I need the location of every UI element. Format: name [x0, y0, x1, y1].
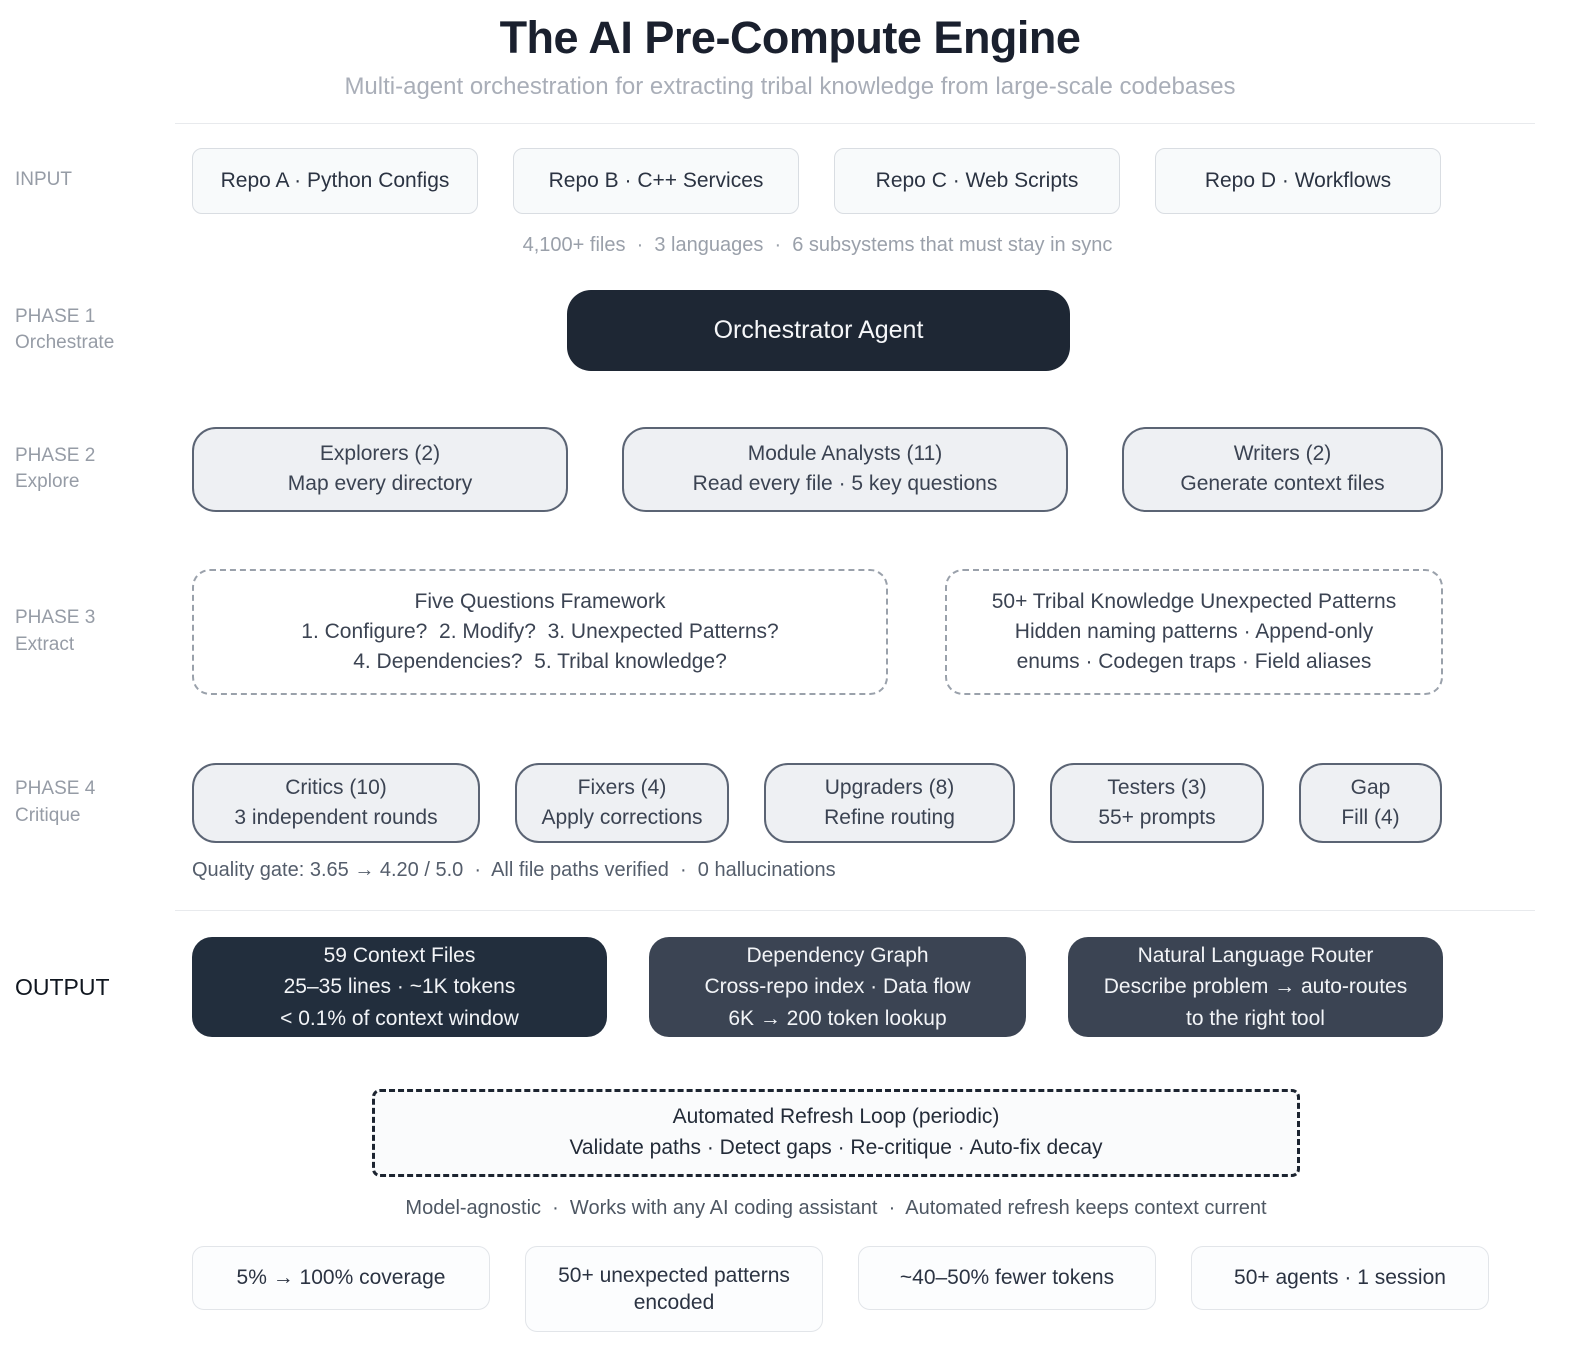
dependency-graph-line2: Cross-repo index · Data flow	[704, 975, 971, 998]
phase-4-section: PHASE 4 Critique Critics (10) 3 independ…	[0, 762, 1580, 843]
phase-4-label-top: PHASE 4	[15, 778, 96, 800]
testers-node-title: Testers (3)	[1107, 775, 1207, 799]
quality-gate-text: Quality gate: 3.65 → 4.20 / 5.0 · All fi…	[192, 858, 836, 881]
phase-1-label: PHASE 1 Orchestrate	[0, 304, 192, 357]
dependency-graph-title: Dependency Graph	[746, 943, 929, 967]
refresh-loop-subtitle: Validate paths · Detect gaps · Re-critiq…	[569, 1135, 1103, 1159]
gap-fill-node-title: Gap	[1350, 775, 1391, 799]
phase-1-nodes: Orchestrator Agent	[192, 289, 1070, 371]
footer-caption: Model-agnostic · Works with any AI codin…	[405, 1196, 1267, 1219]
phase-1-label-top: PHASE 1	[15, 305, 96, 327]
phase-2-section: PHASE 2 Explore Explorers (2) Map every …	[0, 426, 1580, 512]
fixers-node-subtitle: Apply corrections	[541, 805, 703, 829]
repo-d-node: Repo D · Workflows	[1155, 147, 1441, 214]
gap-fill-node-subtitle: Fill (4)	[1341, 805, 1400, 829]
tribal-knowledge-line3: enums · Codegen traps · Field aliases	[1016, 649, 1372, 673]
phase-3-label-bottom: Extract	[15, 633, 75, 655]
phase-1-label-bottom: Orchestrate	[15, 332, 115, 354]
stat-agents: 50+ agents · 1 session	[1191, 1245, 1489, 1310]
phase-2-label-bottom: Explore	[15, 471, 80, 493]
nl-router-line3: to the right tool	[1186, 1006, 1325, 1030]
nl-router-title: Natural Language Router	[1137, 943, 1374, 967]
module-analysts-node-title: Module Analysts (11)	[747, 442, 943, 466]
fixers-node: Fixers (4) Apply corrections	[515, 762, 729, 843]
repo-b-node: Repo B · C++ Services	[513, 147, 799, 214]
output-divider	[175, 909, 1535, 911]
phase-2-label-top: PHASE 2	[15, 444, 96, 466]
stat-coverage: 5% → 100% coverage	[192, 1245, 490, 1310]
repo-a-node: Repo A · Python Configs	[192, 147, 478, 214]
upgraders-node-title: Upgraders (8)	[824, 775, 955, 799]
top-divider	[175, 122, 1535, 124]
phase-4-label-bottom: Critique	[15, 804, 81, 826]
critics-node-subtitle: 3 independent rounds	[234, 805, 438, 829]
output-section: OUTPUT 59 Context Files 25–35 lines · ~1…	[0, 936, 1580, 1037]
upgraders-node: Upgraders (8) Refine routing	[764, 762, 1015, 843]
phase-3-label: PHASE 3 Extract	[0, 605, 192, 658]
refresh-loop-node: Automated Refresh Loop (periodic) Valida…	[372, 1088, 1300, 1177]
refresh-loop-title: Automated Refresh Loop (periodic)	[672, 1105, 1000, 1129]
writers-node: Writers (2) Generate context files	[1122, 426, 1443, 512]
page-subtitle: Multi-agent orchestration for extracting…	[344, 72, 1236, 100]
context-files-line3: < 0.1% of context window	[280, 1006, 519, 1030]
tribal-knowledge-node: 50+ Tribal Knowledge Unexpected Patterns…	[945, 568, 1443, 695]
explorers-node: Explorers (2) Map every directory	[192, 426, 568, 512]
phase-4-label: PHASE 4 Critique	[0, 776, 192, 829]
dependency-graph-line3: 6K → 200 token lookup	[728, 1006, 947, 1030]
tribal-knowledge-line2: Hidden naming patterns · Append-only	[1014, 619, 1374, 643]
context-files-title: 59 Context Files	[323, 943, 476, 967]
tribal-knowledge-title: 50+ Tribal Knowledge Unexpected Patterns	[991, 590, 1397, 614]
critics-node: Critics (10) 3 independent rounds	[192, 762, 480, 843]
orchestrator-agent-node: Orchestrator Agent	[567, 289, 1070, 371]
module-analysts-node-subtitle: Read every file · 5 key questions	[692, 472, 998, 496]
output-nodes: 59 Context Files 25–35 lines · ~1K token…	[192, 936, 1443, 1037]
gap-fill-node: Gap Fill (4)	[1299, 762, 1442, 843]
phase-4-nodes: Critics (10) 3 independent rounds Fixers…	[192, 762, 1442, 843]
phase-3-nodes: Five Questions Framework 1. Configure? 2…	[192, 568, 1443, 695]
explorers-node-subtitle: Map every directory	[287, 472, 473, 496]
output-section-label: OUTPUT	[15, 973, 110, 1000]
input-caption: 4,100+ files · 3 languages · 6 subsystem…	[522, 233, 1113, 256]
testers-node: Testers (3) 55+ prompts	[1050, 762, 1264, 843]
testers-node-subtitle: 55+ prompts	[1098, 805, 1216, 829]
explorers-node-title: Explorers (2)	[319, 442, 441, 466]
dependency-graph-node: Dependency Graph Cross-repo index · Data…	[649, 936, 1026, 1037]
stat-tokens: ~40–50% fewer tokens	[858, 1245, 1156, 1310]
phase-2-nodes: Explorers (2) Map every directory Module…	[192, 426, 1443, 512]
context-files-node: 59 Context Files 25–35 lines · ~1K token…	[192, 936, 607, 1037]
phase-2-label: PHASE 2 Explore	[0, 443, 192, 496]
five-questions-line3: 4. Dependencies? 5. Tribal knowledge?	[353, 649, 727, 673]
five-questions-title: Five Questions Framework	[414, 590, 666, 614]
phase-1-section: PHASE 1 Orchestrate Orchestrator Agent	[0, 289, 1580, 371]
stat-patterns: 50+ unexpected patterns encoded	[525, 1245, 823, 1333]
context-files-line2: 25–35 lines · ~1K tokens	[283, 975, 516, 998]
critics-node-title: Critics (10)	[285, 775, 387, 799]
five-questions-line2: 1. Configure? 2. Modify? 3. Unexpected P…	[301, 619, 779, 643]
repo-c-node: Repo C · Web Scripts	[834, 147, 1120, 214]
input-section-label: INPUT	[15, 169, 72, 191]
diagram-header: The AI Pre-Compute Engine Multi-agent or…	[0, 0, 1580, 101]
stats-row: 5% → 100% coverage 50+ unexpected patter…	[192, 1245, 1580, 1333]
writers-node-subtitle: Generate context files	[1180, 472, 1385, 496]
page-title: The AI Pre-Compute Engine	[499, 12, 1081, 63]
writers-node-title: Writers (2)	[1233, 442, 1332, 466]
fixers-node-title: Fixers (4)	[577, 775, 667, 799]
nl-router-node: Natural Language Router Describe problem…	[1068, 936, 1443, 1037]
phase-3-label-top: PHASE 3	[15, 607, 96, 629]
nl-router-line2: Describe problem → auto-routes	[1103, 975, 1408, 998]
phase-3-section: PHASE 3 Extract Five Questions Framework…	[0, 568, 1580, 695]
input-section: INPUT Repo A · Python Configs Repo B · C…	[0, 147, 1580, 214]
module-analysts-node: Module Analysts (11) Read every file · 5…	[622, 426, 1068, 512]
five-questions-node: Five Questions Framework 1. Configure? 2…	[192, 568, 888, 695]
upgraders-node-subtitle: Refine routing	[824, 805, 955, 829]
input-nodes: Repo A · Python Configs Repo B · C++ Ser…	[192, 147, 1441, 214]
